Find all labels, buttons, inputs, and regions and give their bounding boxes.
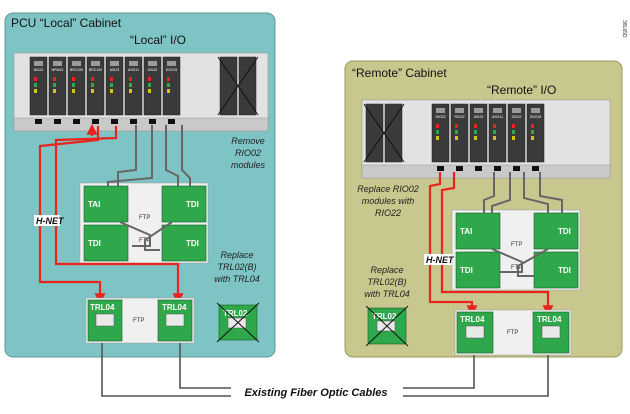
- remote-board-ftp-1: FTP: [511, 242, 522, 248]
- side-code: 38L65D: [621, 20, 627, 38]
- remote-replace-trl-3: with TRL04: [364, 289, 410, 299]
- remote-module-label: ASI23: [474, 115, 484, 119]
- local-trl-ftp: FTP: [133, 318, 144, 324]
- remote-board-tdi-2: TDI: [460, 266, 473, 275]
- local-board-tai: TAI: [88, 200, 100, 209]
- local-board-tdi-1: TDI: [186, 200, 199, 209]
- remote-module-label: RIO22: [454, 115, 464, 119]
- local-module-label: ASI23: [110, 68, 120, 72]
- remote-hnet-cables: [428, 172, 554, 317]
- remote-rack: RIO22 RIO22 ASI23 ASO11 DSI22 DSO15: [361, 99, 611, 179]
- local-remove-note-1: Remove: [231, 136, 265, 146]
- remote-trl-assembly: TRL04 TRL04 FTP: [454, 309, 572, 356]
- local-module-label: DSO15: [166, 68, 178, 72]
- remote-replace-trl-2: TRL02(B): [367, 277, 406, 287]
- remote-trl-left: TRL04: [460, 315, 485, 324]
- local-module: DSO15: [162, 56, 181, 124]
- local-ribbon-cables: [107, 125, 191, 251]
- local-module-label: ASO11: [128, 68, 139, 72]
- local-module: ASI23: [105, 56, 124, 124]
- fiber-label: Existing Fiber Optic Cables: [244, 387, 387, 399]
- remote-replace-rio-2: modules with: [362, 196, 415, 206]
- remote-board-ftp-2: FTP: [511, 265, 522, 271]
- local-module-label: BRC100: [89, 68, 102, 72]
- local-rack: NIS22 NPM22 BRC100 BRC100 ASI23 ASO11 DSI22 DSO…: [13, 52, 269, 132]
- remote-module: RIO22: [431, 103, 450, 171]
- local-board-tdi-3: TDI: [186, 239, 199, 248]
- local-module: ASO11: [124, 56, 143, 124]
- remote-io-label: “Remote” I/O: [487, 83, 556, 97]
- local-module-label: DSI22: [148, 68, 158, 72]
- local-trl-right: TRL04: [162, 303, 187, 312]
- remote-replace-trl-1: Replace: [370, 265, 403, 275]
- remote-replace-rio-3: RIO22: [375, 208, 401, 218]
- local-module: BRC100: [67, 56, 86, 124]
- local-hnet-label: H-NET: [36, 216, 65, 226]
- local-module-label: NIS22: [34, 68, 44, 72]
- remote-trl-ftp: FTP: [507, 330, 518, 336]
- local-module-label: BRC100: [70, 68, 83, 72]
- remote-module: DSI22: [507, 103, 526, 171]
- local-replace-note-1: Replace: [220, 250, 253, 260]
- remote-module-label: DSO15: [530, 115, 542, 119]
- local-remove-note-2: RIO02: [235, 148, 261, 158]
- remote-module-label: ASO11: [492, 115, 503, 119]
- remote-old-trl: TRL02: [365, 305, 409, 347]
- local-cabinet-title: PCU “Local” Cabinet: [11, 16, 122, 30]
- remote-board-tdi-3: TDI: [558, 266, 571, 275]
- local-old-trl: TRL02: [216, 302, 260, 343]
- remote-ribbon-cables: [483, 172, 563, 277]
- svg-text:TRL02: TRL02: [223, 309, 248, 318]
- local-board-tdi-2: TDI: [88, 239, 101, 248]
- local-module: NIS22: [29, 56, 48, 124]
- remote-module: ASO11: [488, 103, 507, 171]
- local-hnet-cables: [38, 123, 184, 305]
- svg-text:TRL02: TRL02: [372, 312, 397, 321]
- local-replace-note-2: TRL02(B): [217, 262, 256, 272]
- remote-module-label: RIO22: [435, 115, 445, 119]
- remote-trl-right: TRL04: [537, 315, 562, 324]
- local-terminal-boards: TAI TDI TDI TDI FTP FTP: [79, 182, 209, 264]
- local-module: BRC100: [86, 56, 105, 124]
- local-module: DSI22: [143, 56, 162, 124]
- remote-cabinet-title: “Remote” Cabinet: [352, 66, 447, 80]
- local-remove-note-3: modules: [231, 160, 266, 170]
- remote-module-label: DSI22: [512, 115, 522, 119]
- remote-board-tai: TAI: [460, 227, 472, 236]
- remote-hnet-label: H-NET: [426, 255, 455, 265]
- remote-module: DSO15: [526, 103, 545, 171]
- local-module: NPM22: [48, 56, 67, 124]
- local-replace-note-3: with TRL04: [214, 274, 260, 284]
- remote-module: ASI23: [469, 103, 488, 171]
- remote-replace-rio-1: Replace RIO02: [357, 184, 419, 194]
- local-board-ftp-1: FTP: [139, 215, 150, 221]
- remote-board-tdi-1: TDI: [558, 227, 571, 236]
- local-trl-left: TRL04: [90, 303, 115, 312]
- local-io-label: “Local” I/O: [130, 33, 186, 47]
- local-module-label: NPM22: [52, 68, 64, 72]
- remote-terminal-boards: TAI TDI TDI TDI FTP FTP: [451, 209, 581, 291]
- remote-module: RIO22: [450, 103, 469, 171]
- local-trl-assembly: TRL04 TRL04 FTP: [85, 297, 195, 344]
